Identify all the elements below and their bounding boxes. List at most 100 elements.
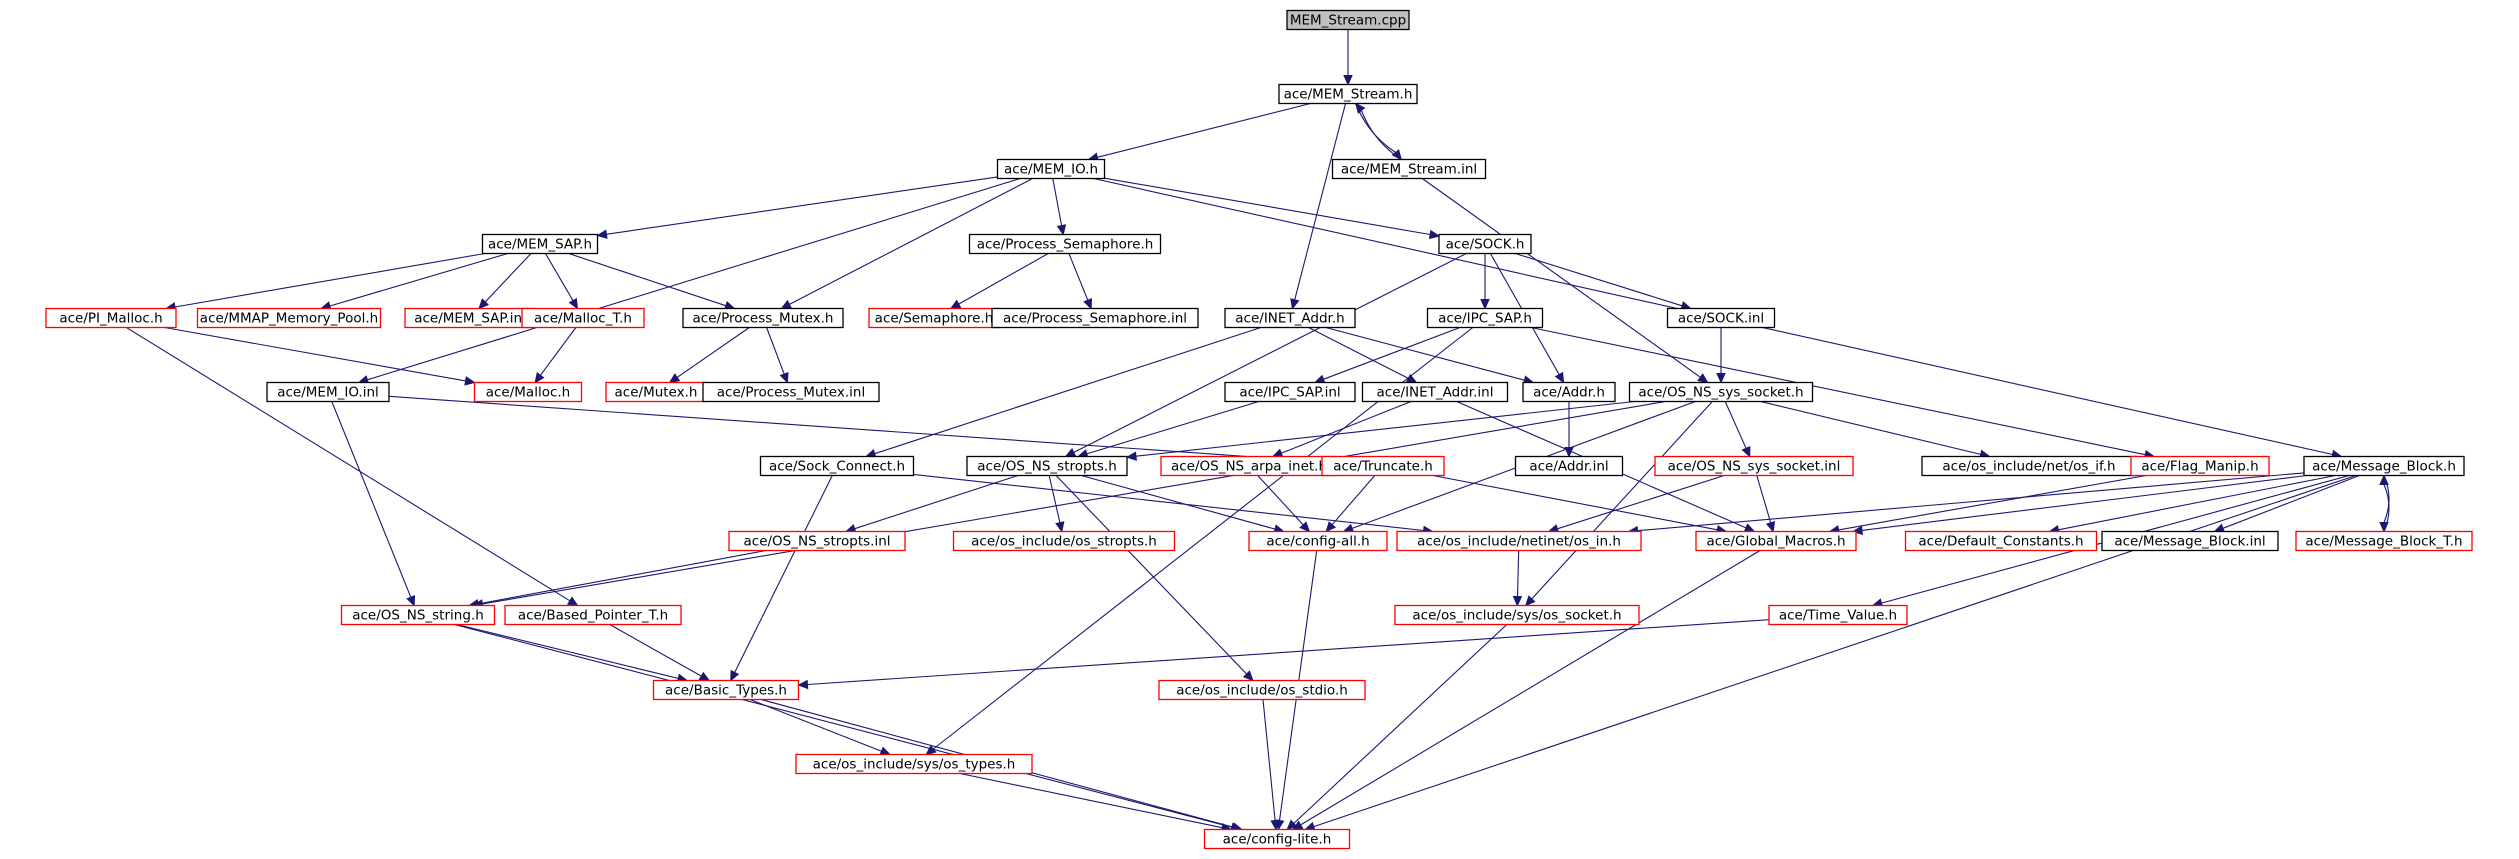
node-sys_socket_h[interactable]: ace/os_include/sys/os_socket.h — [1394, 604, 1640, 626]
node-box-os_stropts_h — [952, 530, 1176, 552]
node-label-netinet_in_h: ace/os_include/netinet/os_in.h — [1417, 534, 1621, 550]
node-MEM_SAP_h[interactable]: ace/MEM_SAP.h — [481, 233, 599, 255]
node-box-Message_Block_h — [2303, 455, 2465, 477]
node-label-MEM_IO_h: ace/MEM_IO.h — [1004, 162, 1098, 178]
arrowhead-INET_Addr_inl-to-Global_Macros_h — [1743, 523, 1756, 533]
edge-Truncate_h-to-config_all_h — [1331, 475, 1376, 526]
node-label-Semaphore_h: ace/Semaphore.h — [875, 311, 994, 327]
node-Global_Macros_h[interactable]: ace/Global_Macros.h — [1695, 530, 1857, 552]
nodes-layer: MEM_Stream.cpp ace/MEM_Stream.h ace/MEM_St… — [45, 9, 2473, 850]
node-Based_Pointer_T_h[interactable]: ace/Based_Pointer_T.h — [504, 604, 682, 626]
node-OS_NS_arpa_inet_h[interactable]: ace/OS_NS_arpa_inet.h — [1160, 455, 1338, 477]
node-PI_Malloc_h[interactable]: ace/PI_Malloc.h — [45, 307, 177, 329]
node-Process_Semaphore_inl[interactable]: ace/Process_Semaphore.inl — [991, 307, 1199, 329]
arrowhead-Based_Pointer_T_h-to-Basic_Types_h — [698, 671, 711, 682]
edge-sys_socket_h-to-config_lite_h — [1293, 624, 1508, 824]
node-SOCK_inl[interactable]: ace/SOCK.inl — [1666, 307, 1776, 329]
node-Process_Mutex_h[interactable]: ace/Process_Mutex.h — [682, 307, 844, 329]
node-Message_Block_h[interactable]: ace/Message_Block.h — [2303, 455, 2465, 477]
node-label-sys_socket_h: ace/os_include/sys/os_socket.h — [1412, 608, 1621, 624]
node-box-PI_Malloc_h — [45, 307, 177, 329]
arrowhead-PI_Malloc_h-to-Malloc_h — [464, 376, 476, 386]
node-Truncate_h[interactable]: ace/Truncate.h — [1321, 455, 1445, 477]
node-MEM_IO_h[interactable]: ace/MEM_IO.h — [996, 158, 1106, 180]
arrowhead-OS_NS_sys_socket_h-to-sys_socket_h — [1524, 595, 1536, 607]
node-IPC_SAP_h[interactable]: ace/IPC_SAP.h — [1426, 307, 1544, 329]
node-label-INET_Addr_h: ace/INET_Addr.h — [1235, 311, 1344, 327]
node-label-MEM_SAP_h: ace/MEM_SAP.h — [488, 237, 592, 253]
node-OS_NS_stropts_h[interactable]: ace/OS_NS_stropts.h — [966, 455, 1128, 477]
node-Sock_Connect_h[interactable]: ace/Sock_Connect.h — [759, 455, 915, 477]
node-box-MEM_Stream_h — [1278, 83, 1418, 105]
node-Malloc_T_h[interactable]: ace/Malloc_T.h — [521, 307, 645, 329]
arrowhead-MEM_IO_h-to-SOCK_h — [1428, 229, 1441, 240]
node-Message_Block_T_h[interactable]: ace/Message_Block_T.h — [2295, 530, 2473, 552]
node-IPC_SAP_inl[interactable]: ace/IPC_SAP.inl — [1224, 381, 1356, 403]
arrowhead-Process_Mutex_h-to-Process_Mutex_inl — [779, 371, 789, 384]
node-MEM_IO_inl[interactable]: ace/MEM_IO.inl — [266, 381, 390, 403]
node-Addr_h[interactable]: ace/Addr.h — [1522, 381, 1616, 403]
edge-OS_NS_sys_socket_h-to-OS_NS_sys_socket_inl — [1724, 401, 1747, 449]
node-MEM_SAP_inl[interactable]: ace/MEM_SAP.inl — [404, 307, 536, 329]
node-label-Message_Block_h: ace/Message_Block.h — [2312, 459, 2456, 475]
node-INET_Addr_inl[interactable]: ace/INET_Addr.inl — [1361, 381, 1509, 403]
edge-Truncate_h-to-Global_Macros_h — [1432, 474, 1718, 531]
edge-Message_Block_h-to-Global_Macros_h — [1861, 474, 2308, 531]
node-config_lite_h[interactable]: ace/config-lite.h — [1203, 828, 1351, 850]
arrowhead-OS_NS_sys_socket_inl-to-Global_Macros_h — [1765, 520, 1776, 533]
node-OS_NS_stropts_inl[interactable]: ace/OS_NS_stropts.inl — [728, 530, 906, 552]
node-Addr_inl[interactable]: ace/Addr.inl — [1514, 455, 1624, 477]
node-OS_NS_string_h[interactable]: ace/OS_NS_string.h — [340, 604, 496, 626]
node-Message_Block_inl[interactable]: ace/Message_Block.inl — [2101, 530, 2279, 552]
node-Mutex_h[interactable]: ace/Mutex.h — [605, 381, 707, 403]
node-MEM_Stream_inl[interactable]: ace/MEM_Stream.inl — [1331, 158, 1487, 180]
node-box-OS_NS_sys_socket_inl — [1654, 455, 1854, 477]
node-label-IPC_SAP_inl: ace/IPC_SAP.inl — [1239, 385, 1340, 401]
node-box-Sock_Connect_h — [759, 455, 915, 477]
arrowhead-Addr_h-to-Addr_inl — [1564, 447, 1574, 458]
node-Time_Value_h[interactable]: ace/Time_Value.h — [1768, 604, 1908, 626]
node-SOCK_h[interactable]: ace/SOCK.h — [1438, 233, 1532, 255]
edge-OS_NS_sys_socket_h-to-OS_NS_string_h — [482, 400, 1666, 605]
node-box-Basic_Types_h — [652, 679, 800, 701]
node-config_all_h[interactable]: ace/config-all.h — [1248, 530, 1388, 552]
node-box-Time_Value_h — [1768, 604, 1908, 626]
node-box-Malloc_T_h — [521, 307, 645, 329]
node-label-Global_Macros_h: ace/Global_Macros.h — [1706, 534, 1845, 550]
node-label-Process_Semaphore_inl: ace/Process_Semaphore.inl — [1003, 311, 1187, 327]
node-Basic_Types_h[interactable]: ace/Basic_Types.h — [652, 679, 800, 701]
edge-MEM_IO_inl-to-Truncate_h — [388, 395, 1314, 462]
node-box-sys_socket_h — [1394, 604, 1640, 626]
node-label-Truncate_h: ace/Truncate.h — [1333, 459, 1433, 475]
arrowhead-os_stdio_h-to-config_lite_h — [1270, 819, 1280, 831]
edge-IPC_SAP_h-to-IPC_SAP_inl — [1323, 326, 1461, 380]
edge-Message_Block_h-to-config_lite_h — [1313, 474, 2356, 828]
node-MEM_Stream_h[interactable]: ace/MEM_Stream.h — [1278, 83, 1418, 105]
node-net_if_h[interactable]: ace/os_include/net/os_if.h — [1921, 455, 2137, 477]
node-Default_Constants_h[interactable]: ace/Default_Constants.h — [1904, 530, 2098, 552]
node-Malloc_h[interactable]: ace/Malloc.h — [473, 381, 583, 403]
node-INET_Addr_h[interactable]: ace/INET_Addr.h — [1224, 307, 1356, 329]
node-box-Default_Constants_h — [1904, 530, 2098, 552]
node-OS_NS_sys_socket_inl[interactable]: ace/OS_NS_sys_socket.inl — [1654, 455, 1854, 477]
node-Semaphore_h[interactable]: ace/Semaphore.h — [868, 307, 1000, 329]
arrowhead-MEM_IO_h-to-MEM_SAP_h — [596, 229, 608, 239]
node-box-MEM_SAP_h — [481, 233, 599, 255]
node-netinet_in_h[interactable]: ace/os_include/netinet/os_in.h — [1396, 530, 1642, 552]
node-Process_Mutex_inl[interactable]: ace/Process_Mutex.inl — [702, 381, 880, 403]
node-os_stropts_h[interactable]: ace/os_include/os_stropts.h — [952, 530, 1176, 552]
edge-Message_Block_h-to-Default_Constants_h — [2058, 474, 2336, 531]
node-OS_NS_sys_socket_h[interactable]: ace/OS_NS_sys_socket.h — [1628, 381, 1814, 403]
edge-MEM_IO_h-to-Process_Semaphore_h — [1052, 178, 1063, 226]
node-sys_types_h[interactable]: ace/os_include/sys/os_types.h — [795, 753, 1033, 775]
arrowhead-MEM_Stream_cpp-to-MEM_Stream_h — [1343, 75, 1353, 86]
node-MMAP_Memory_Pool_h[interactable]: ace/MMAP_Memory_Pool.h — [196, 307, 382, 329]
node-box-Addr_inl — [1514, 455, 1624, 477]
node-os_stdio_h[interactable]: ace/os_include/os_stdio.h — [1158, 679, 1366, 701]
node-label-INET_Addr_inl: ace/INET_Addr.inl — [1377, 385, 1494, 401]
node-label-MEM_Stream_cpp: MEM_Stream.cpp — [1290, 13, 1406, 29]
node-label-MEM_Stream_inl: ace/MEM_Stream.inl — [1341, 162, 1477, 178]
node-Flag_Manip_h[interactable]: ace/Flag_Manip.h — [2130, 455, 2270, 477]
node-Process_Semaphore_h[interactable]: ace/Process_Semaphore.h — [968, 233, 1162, 255]
node-box-MEM_Stream_cpp — [1286, 9, 1410, 31]
